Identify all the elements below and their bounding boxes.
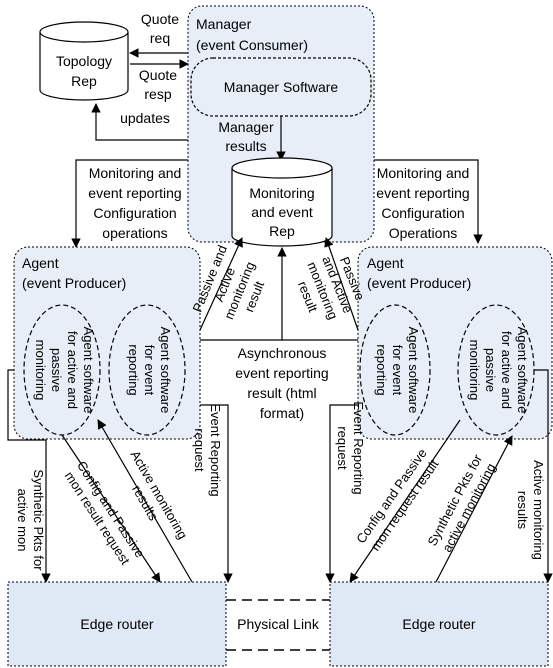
right-event-reporting-request-text: Event Reporting request xyxy=(335,401,366,494)
svg-text:passive: passive xyxy=(49,348,64,392)
repository-label-3: Rep xyxy=(269,223,295,239)
left-edge-router[interactable] xyxy=(7,581,227,667)
quote-req-label-1: Quote xyxy=(141,11,179,27)
repository-label-2: and event xyxy=(251,204,313,220)
right-event-reporting-text: Agent software for event reporting xyxy=(374,327,421,414)
updates-label: updates xyxy=(120,110,170,126)
right-config-arrow xyxy=(374,159,483,244)
left-config-label-3: Configuration xyxy=(93,205,176,221)
right-event-reporting-request-arrow xyxy=(325,404,358,583)
async-label-1: Asynchronous xyxy=(238,345,327,361)
svg-text:monitoring: monitoring xyxy=(33,340,48,401)
left-config-label-4: operations xyxy=(102,225,167,241)
repository-label-1: Monitoring xyxy=(249,185,314,201)
svg-text:Agent software: Agent software xyxy=(515,327,530,414)
right-event-reporting-software[interactable] xyxy=(359,304,431,436)
async-label-2: event reporting xyxy=(235,365,328,381)
topology-rep-cylinder[interactable] xyxy=(39,21,129,101)
svg-text:request: request xyxy=(192,428,207,472)
left-event-reporting-software[interactable] xyxy=(108,304,186,436)
left-edge-router-label: Edge router xyxy=(80,616,153,632)
right-config-passive-arrow xyxy=(349,419,461,583)
manager-title: Manager xyxy=(196,16,252,32)
svg-text:request: request xyxy=(335,426,350,470)
manager-results-label-2: results xyxy=(225,138,266,154)
left-config-label-2: event reporting xyxy=(88,185,181,201)
left-active-passive-text: Agent software for active and passive mo… xyxy=(33,327,96,414)
left-agent-subtitle: (event Producer) xyxy=(22,275,126,291)
physical-link-label: Physical Link xyxy=(237,616,320,632)
left-synthetic-pkts-text: Synthetic Pkts for active mon xyxy=(15,469,46,571)
updates-arrow xyxy=(91,103,188,141)
async-label-4: format) xyxy=(260,405,304,421)
svg-text:Event Reporting: Event Reporting xyxy=(351,401,366,494)
svg-text:reporting: reporting xyxy=(374,344,389,395)
right-passive-active-result-arrow xyxy=(324,237,359,331)
left-synthetic-pkts-arrow xyxy=(7,369,51,583)
quote-resp-label-2: resp xyxy=(144,86,171,102)
left-agent-title: Agent xyxy=(22,255,59,271)
svg-text:for active and: for active and xyxy=(65,331,80,409)
right-synthetic-pkts-arrow xyxy=(435,435,513,583)
svg-text:results: results xyxy=(515,491,530,530)
svg-text:Synthetic Pkts for: Synthetic Pkts for xyxy=(31,469,46,571)
left-event-reporting-request-text: Event Reporting request xyxy=(192,403,223,496)
right-config-label-1: Monitoring and xyxy=(377,165,470,181)
svg-text:reporting: reporting xyxy=(126,344,141,395)
left-config-label-1: Monitoring and xyxy=(89,165,182,181)
async-label-3: result (html xyxy=(247,385,316,401)
left-event-reporting-request-arrow xyxy=(200,404,233,583)
svg-text:passive: passive xyxy=(483,348,498,392)
manager-results-label-1: Manager xyxy=(218,119,274,135)
right-agent-subtitle: (event Producer) xyxy=(367,275,471,291)
quote-resp-label-1: Quote xyxy=(139,67,177,83)
svg-text:Event Reporting: Event Reporting xyxy=(208,403,223,496)
right-edge-router[interactable] xyxy=(329,581,549,667)
left-active-results-arrow xyxy=(97,419,193,583)
topology-label-2: Rep xyxy=(71,73,97,89)
left-passive-active-result-text: Passive and Active monitoring result xyxy=(190,243,268,322)
manager-software-label: Manager Software xyxy=(224,79,339,95)
svg-text:Active monitoring: Active monitoring xyxy=(531,460,546,560)
right-active-passive-text: Agent software for active and passive mo… xyxy=(467,327,530,414)
right-active-results-arrow xyxy=(534,369,553,583)
svg-text:active mon: active mon xyxy=(15,489,30,552)
right-agent-title: Agent xyxy=(367,255,404,271)
left-config-arrow xyxy=(71,159,188,248)
svg-text:Agent software: Agent software xyxy=(406,327,421,414)
svg-text:Agent software: Agent software xyxy=(81,327,96,414)
right-active-results-text: Active monitoring results xyxy=(515,460,546,560)
left-config-passive-arrow xyxy=(61,434,161,583)
svg-text:monitoring: monitoring xyxy=(467,340,482,401)
left-config-passive-text: Config and Passive mon result request xyxy=(62,458,148,567)
left-event-reporting-text: Agent software for event reporting xyxy=(126,327,173,414)
svg-text:Agent software: Agent software xyxy=(158,327,173,414)
svg-text:for active and: for active and xyxy=(499,331,514,409)
quote-req-label-2: req xyxy=(150,30,170,46)
right-edge-router-label: Edge router xyxy=(402,616,475,632)
right-config-label-3: Configuration xyxy=(381,205,464,221)
svg-text:for event: for event xyxy=(390,345,405,396)
svg-text:for event: for event xyxy=(142,345,157,396)
right-config-label-4: Operations xyxy=(389,225,457,241)
manager-subtitle: (event Consumer) xyxy=(196,37,308,53)
topology-label-1: Topology xyxy=(56,53,112,69)
right-config-label-2: event reporting xyxy=(376,185,469,201)
left-passive-active-result-arrow xyxy=(199,237,243,331)
